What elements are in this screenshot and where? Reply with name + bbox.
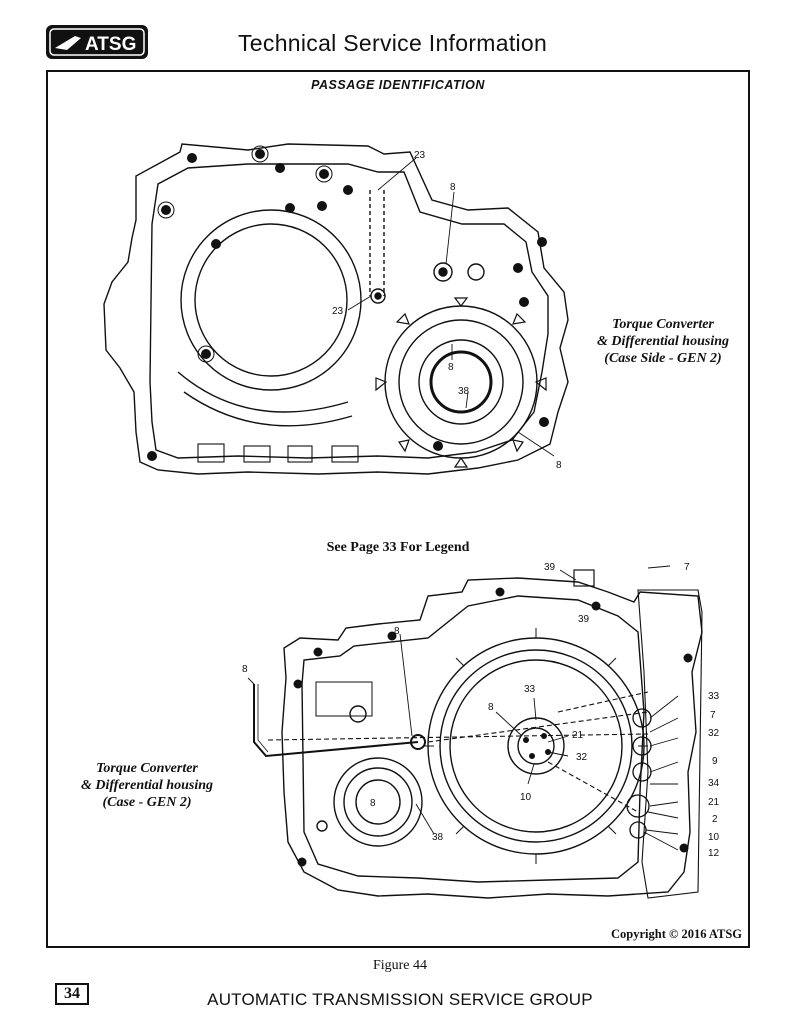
label-32: 32	[708, 728, 720, 739]
label-38: 38	[432, 832, 444, 843]
bottom-view-labels: 39 7 39 8 8 33 8 21 32 10 8 38 33 7 32 9…	[242, 562, 720, 859]
top-case-drawing	[103, 143, 569, 475]
callout-line: & Differential housing	[597, 334, 729, 349]
label-8: 8	[370, 798, 376, 809]
label-2: 2	[712, 814, 718, 825]
label-8: 8	[556, 460, 562, 471]
bottom-view-callout: Torque Converter & Differential housing …	[62, 760, 232, 811]
label-8: 8	[394, 626, 400, 637]
top-view-labels: 23 8 23 8 38 8	[332, 150, 562, 471]
label-21: 21	[708, 797, 720, 808]
label-21: 21	[572, 730, 584, 741]
bottom-case-drawing	[247, 565, 703, 899]
label-39: 39	[578, 614, 590, 625]
label-7: 7	[710, 710, 716, 721]
callout-line: (Case Side - GEN 2)	[604, 351, 722, 366]
logo-text: ATSG	[85, 34, 136, 55]
label-23: 23	[332, 306, 344, 317]
page-number: 34	[55, 983, 89, 1005]
callout-line: Torque Converter	[96, 761, 198, 776]
label-7: 7	[684, 562, 690, 573]
page-title: Technical Service Information	[238, 30, 548, 56]
label-33: 33	[708, 691, 720, 702]
label-8: 8	[450, 182, 456, 193]
top-view-callout: Torque Converter & Differential housing …	[578, 316, 748, 367]
label-12: 12	[708, 848, 720, 859]
label-8: 8	[448, 362, 454, 373]
diagram-frame: PASSAGE IDENTIFICATION	[46, 70, 750, 948]
figure-label: Figure 44	[372, 958, 428, 973]
label-10: 10	[708, 832, 720, 843]
callout-line: (Case - GEN 2)	[102, 795, 192, 810]
legend-note: See Page 33 For Legend	[326, 540, 470, 555]
footer-company: AUTOMATIC TRANSMISSION SERVICE GROUP	[207, 990, 593, 1009]
label-38: 38	[458, 386, 470, 397]
section-title: PASSAGE IDENTIFICATION	[311, 78, 485, 92]
label-23: 23	[414, 150, 426, 161]
label-8: 8	[488, 702, 494, 713]
label-33: 33	[524, 684, 536, 695]
label-34: 34	[708, 778, 720, 789]
callout-line: & Differential housing	[81, 778, 213, 793]
atsg-logo: ATSG	[45, 24, 149, 60]
copyright-notice: Copyright © 2016 ATSG	[611, 927, 742, 941]
label-39: 39	[544, 562, 556, 573]
label-32: 32	[576, 752, 588, 763]
transmission-drawings: 23 8 23 8 38 8 39 7 39 8 8 33 8 21 32 10…	[103, 143, 720, 899]
label-10: 10	[520, 792, 532, 803]
label-8: 8	[242, 664, 248, 675]
callout-line: Torque Converter	[612, 317, 714, 332]
label-9: 9	[712, 756, 718, 767]
